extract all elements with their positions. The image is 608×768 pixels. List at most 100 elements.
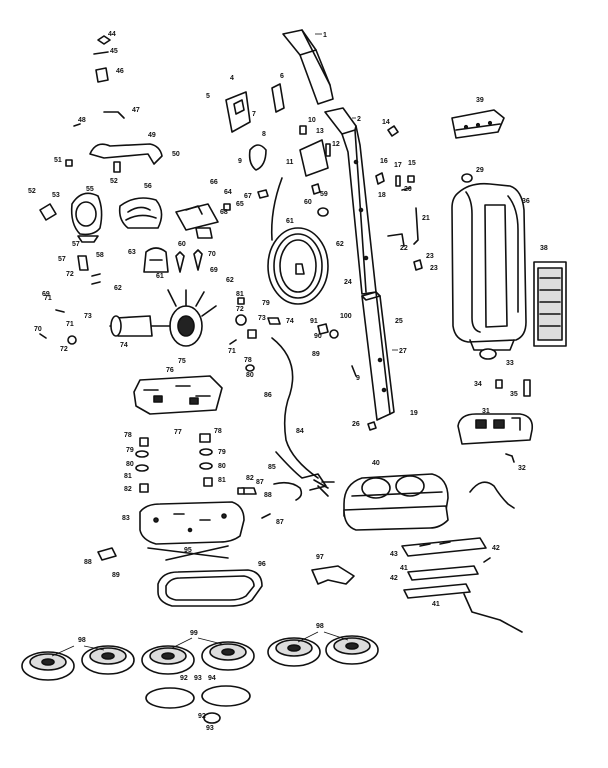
callout-89: 89 [312, 351, 320, 358]
motor-base-part [133, 375, 223, 415]
callout-41: 41 [400, 565, 408, 572]
callout-60: 60 [304, 199, 312, 206]
fan-housing-part [70, 192, 103, 243]
callout-59: 59 [320, 191, 328, 198]
callout-48: 48 [78, 117, 86, 124]
bracket-part [89, 143, 163, 165]
callout-44: 44 [108, 31, 116, 38]
callout-79: 79 [262, 300, 270, 307]
callout-65: 65 [236, 201, 244, 208]
callout-88: 88 [264, 492, 272, 499]
callout-93b: 93 [206, 725, 214, 732]
callout-93: 93 [194, 675, 202, 682]
callout-66: 66 [210, 179, 218, 186]
callout-80: 80 [246, 372, 254, 379]
callout-61b: 61 [156, 273, 164, 280]
callout-96: 96 [258, 561, 266, 568]
callout-47: 47 [132, 107, 140, 114]
callout-80c: 80 [218, 463, 226, 470]
callout-78: 78 [244, 357, 252, 364]
callout-69: 69 [210, 267, 218, 274]
callout-12: 12 [332, 141, 340, 148]
callout-10: 10 [308, 117, 316, 124]
callout-20: 20 [404, 186, 412, 193]
callout-22: 22 [400, 245, 408, 252]
callout-71: 71 [66, 321, 74, 328]
callout-99: 99 [190, 630, 198, 637]
callout-5: 5 [206, 93, 210, 100]
callout-85: 85 [268, 464, 276, 471]
callout-34: 34 [474, 381, 482, 388]
callout-84: 84 [296, 428, 304, 435]
callout-62c: 62 [226, 277, 234, 284]
callout-26: 26 [352, 421, 360, 428]
callout-9b: 9 [356, 375, 360, 382]
callout-81: 81 [236, 291, 244, 298]
bag-housing-part [451, 173, 527, 351]
callout-53: 53 [52, 192, 60, 199]
callout-35: 35 [510, 391, 518, 398]
callout-82b: 82 [246, 475, 254, 482]
callout-82: 82 [124, 486, 132, 493]
callout-74b: 74 [286, 318, 294, 325]
callout-42b: 42 [492, 545, 500, 552]
callout-79c: 79 [218, 449, 226, 456]
callout-55: 55 [86, 186, 94, 193]
callout-77: 77 [174, 429, 182, 436]
callout-80b: 80 [126, 461, 134, 468]
cord-harness-part [271, 337, 335, 497]
callout-89b: 89 [112, 572, 120, 579]
crevice-tool-part [311, 565, 355, 585]
callout-87b: 87 [276, 519, 284, 526]
callout-68: 68 [220, 209, 228, 216]
lower-handle-tube-part [324, 107, 377, 295]
callout-50: 50 [172, 151, 180, 158]
callout-41b: 41 [432, 601, 440, 608]
callout-92b: 92 [198, 713, 206, 720]
callout-1: 1 [323, 32, 327, 39]
callout-70: 70 [208, 251, 216, 258]
callout-62b: 62 [114, 285, 122, 292]
callout-9: 9 [238, 158, 242, 165]
callout-74: 74 [120, 342, 128, 349]
cover-plate-part [401, 537, 487, 599]
callout-78c: 78 [214, 428, 222, 435]
callout-4: 4 [230, 75, 234, 82]
latch-part [387, 125, 399, 137]
belt-part [157, 569, 263, 607]
callout-57b: 57 [58, 256, 66, 263]
callout-36: 36 [522, 198, 530, 205]
callout-29: 29 [476, 167, 484, 174]
callout-25: 25 [395, 318, 403, 325]
motor-part [109, 289, 217, 347]
callout-11: 11 [286, 159, 294, 166]
callout-81c: 81 [218, 477, 226, 484]
callout-39: 39 [476, 97, 484, 104]
callout-21: 21 [422, 215, 430, 222]
callout-14: 14 [382, 119, 390, 126]
callout-17: 17 [394, 162, 402, 169]
callout-64: 64 [224, 189, 232, 196]
handle-tube-part [361, 291, 395, 421]
callout-95: 95 [184, 547, 192, 554]
callout-2: 2 [357, 116, 361, 123]
callout-98: 98 [78, 637, 86, 644]
callout-88b: 88 [84, 559, 92, 566]
callout-76: 76 [166, 367, 174, 374]
motor-cover-part [118, 197, 163, 229]
base-plate-part [139, 501, 245, 545]
brush-pair-a [21, 645, 135, 681]
callout-69b: 69 [42, 291, 50, 298]
callout-92: 92 [180, 675, 188, 682]
callout-91: 91 [310, 318, 318, 325]
callout-67: 67 [244, 193, 252, 200]
callout-86: 86 [264, 392, 272, 399]
power-cord-bundle-part [267, 177, 329, 305]
callout-40: 40 [372, 460, 380, 467]
callout-73b: 73 [258, 315, 266, 322]
filter-carton-part [533, 261, 567, 347]
callout-60b: 60 [178, 241, 186, 248]
callout-38: 38 [540, 245, 548, 252]
callout-71c: 71 [228, 348, 236, 355]
